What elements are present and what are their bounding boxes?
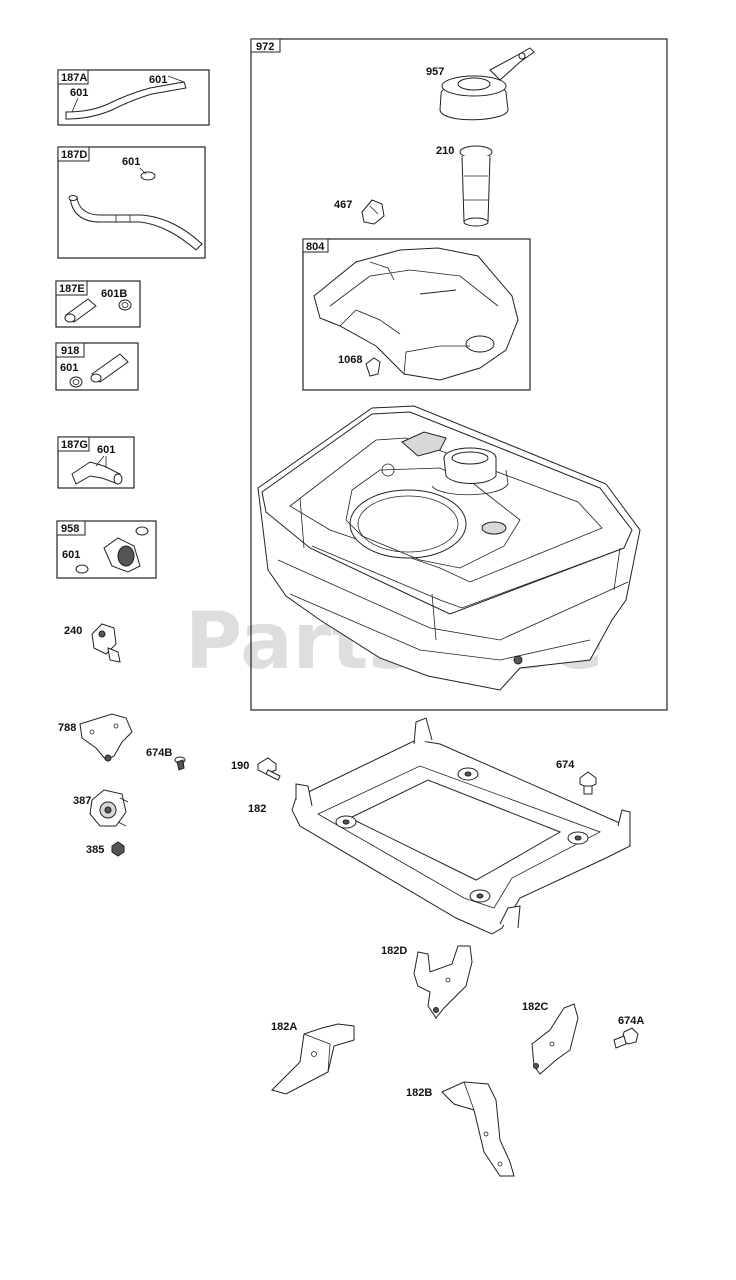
group-972-label: 972	[256, 41, 274, 53]
callout-601B-187E: 601B	[101, 288, 127, 300]
callout-182: 182	[248, 803, 266, 815]
part-182A[interactable]: 182A	[271, 1021, 355, 1095]
callout-385: 385	[86, 844, 104, 856]
callout-601-187D: 601	[122, 156, 140, 168]
callout-601-187G: 601	[97, 444, 115, 456]
callout-957: 957	[426, 66, 444, 78]
group-972[interactable]: 972 957 210 467 804	[250, 38, 668, 711]
callout-674: 674	[556, 759, 575, 771]
part-240[interactable]: 240	[64, 623, 121, 663]
part-674A[interactable]: 674A	[613, 1015, 644, 1049]
group-187E[interactable]: 187E 601B	[55, 280, 141, 328]
vent-icon	[361, 199, 385, 225]
callout-190: 190	[231, 760, 249, 772]
group-187A-label: 187A	[61, 72, 87, 84]
part-387[interactable]: 387	[73, 789, 129, 827]
clip-icon	[365, 357, 381, 377]
callout-1068: 1068	[338, 354, 362, 366]
group-187G[interactable]: 187G 601	[57, 436, 135, 489]
group-918-label: 918	[61, 345, 79, 357]
hose-clamp-icon	[69, 376, 83, 388]
callout-601-958: 601	[62, 549, 80, 561]
callout-387: 387	[73, 795, 91, 807]
group-958-label: 958	[61, 523, 79, 535]
callout-210: 210	[436, 145, 454, 157]
callout-467: 467	[334, 199, 352, 211]
callout-182C: 182C	[522, 1001, 548, 1013]
part-674[interactable]: 674	[556, 759, 597, 795]
fuel-cap-icon	[439, 47, 535, 121]
fuel-tank-cover-icon	[313, 247, 519, 381]
fuel-line-segment	[64, 298, 97, 323]
callout-182B: 182B	[406, 1087, 432, 1099]
callout-601-187A-a: 601	[149, 74, 167, 86]
part-182[interactable]: 182	[248, 717, 631, 935]
fuel-line-segment	[90, 353, 129, 383]
part-788[interactable]: 788	[58, 713, 133, 762]
callout-240: 240	[64, 625, 82, 637]
callout-182D: 182D	[381, 945, 407, 957]
group-918[interactable]: 918 601	[55, 342, 139, 391]
callout-674B: 674B	[146, 747, 172, 759]
hose-clamp-icon	[139, 167, 156, 181]
group-187E-label: 187E	[59, 283, 85, 295]
group-187D[interactable]: 187D 601	[57, 146, 206, 259]
group-187G-label: 187G	[61, 439, 88, 451]
fuel-filter-icon	[75, 526, 149, 574]
part-385[interactable]: 385	[86, 841, 125, 857]
part-182C[interactable]: 182C	[522, 1001, 579, 1075]
group-958[interactable]: 958 601	[56, 520, 157, 579]
group-804[interactable]: 804 1068	[302, 238, 531, 391]
callout-601-187A-b: 601	[70, 87, 88, 99]
group-804-label: 804	[306, 241, 325, 253]
group-187A[interactable]: 187A 601 601	[57, 69, 210, 126]
hose-clamp-icon	[118, 299, 132, 311]
part-182D[interactable]: 182D	[381, 945, 473, 1019]
fuel-line-hose	[65, 75, 187, 120]
callout-601-918: 601	[60, 362, 78, 374]
callout-788: 788	[58, 722, 76, 734]
fuel-line-elbow	[71, 455, 123, 485]
part-674B[interactable]: 674B	[146, 747, 186, 771]
callout-674A: 674A	[618, 1015, 644, 1027]
fuel-strainer-icon	[459, 145, 493, 227]
part-190[interactable]: 190	[231, 757, 281, 781]
callout-182A: 182A	[271, 1021, 297, 1033]
fuel-line-hose	[68, 195, 203, 251]
group-187D-label: 187D	[61, 149, 87, 161]
fuel-tank-icon	[257, 405, 641, 691]
part-182B[interactable]: 182B	[406, 1081, 515, 1177]
